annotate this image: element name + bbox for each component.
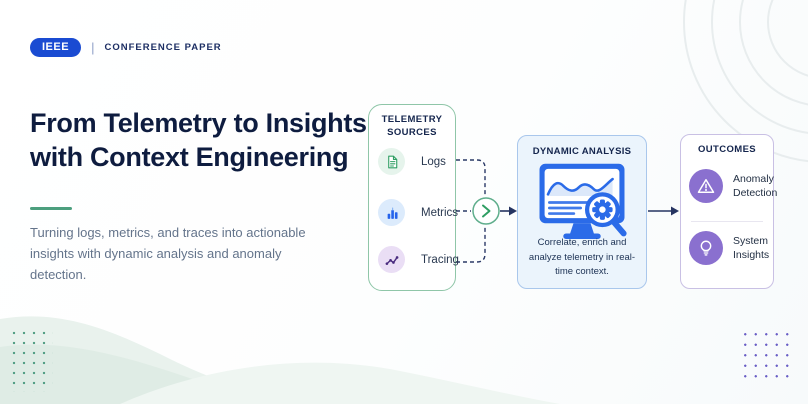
tracing-label: Tracing	[421, 253, 459, 266]
analysis-caption: Correlate, enrich and analyze telemetry …	[528, 237, 636, 277]
bar-chart-icon	[378, 199, 405, 226]
dot-grid-purple	[738, 327, 796, 385]
badge-separator: |	[91, 40, 95, 55]
arrow-to-analysis	[500, 206, 517, 216]
telemetry-sources-title: TELEMETRY SOURCES	[381, 114, 443, 138]
metrics-label: Metrics	[421, 206, 459, 219]
dynamic-analysis-box: DYNAMIC ANALYSIS Correlate, enrich and a…	[517, 135, 647, 289]
system-insights-label: System Insights	[733, 234, 770, 261]
document-icon	[378, 148, 405, 175]
monitor-chart-magnifier-icon	[539, 163, 627, 239]
anomaly-detection-label: Anomaly Detection	[733, 172, 778, 199]
list-item-tracing: Tracing	[378, 246, 459, 273]
outcomes-box: OUTCOMES Anomaly Detection System Insigh…	[680, 134, 777, 289]
line-chart-icon	[378, 246, 405, 273]
list-item-logs: Logs	[378, 148, 446, 175]
list-item-anomaly-detection: Anomaly Detection	[689, 169, 777, 203]
wave-shapes	[0, 316, 560, 404]
list-item-system-insights: System Insights	[689, 231, 773, 265]
title-line-1: From Telemetry to Insights	[30, 108, 367, 138]
outcomes-divider	[691, 221, 763, 222]
outcomes-title: OUTCOMES	[697, 144, 757, 155]
logs-label: Logs	[421, 155, 446, 168]
telemetry-sources-box: TELEMETRY SOURCES Logs Metrics	[368, 104, 459, 291]
green-accent-rule	[30, 207, 72, 210]
conference-paper-label: CONFERENCE PAPER	[104, 42, 222, 53]
subtitle-text: Turning logs, metrics, and traces into a…	[30, 225, 306, 282]
dynamic-analysis-title: DYNAMIC ANALYSIS	[532, 146, 632, 157]
ieee-logo-badge: IEEE	[30, 38, 82, 57]
arrow-to-outcomes	[648, 206, 679, 216]
list-item-metrics: Metrics	[378, 199, 458, 226]
page-title: From Telemetry to Insights with Context …	[30, 106, 367, 174]
dot-grid-green	[7, 326, 53, 392]
chevron-right-icon	[472, 197, 500, 225]
lightbulb-icon	[689, 231, 723, 265]
title-line-2: with Context Engineering	[30, 142, 349, 172]
header-badge-row: IEEE | CONFERENCE PAPER	[30, 38, 222, 57]
warning-triangle-icon	[689, 169, 723, 203]
